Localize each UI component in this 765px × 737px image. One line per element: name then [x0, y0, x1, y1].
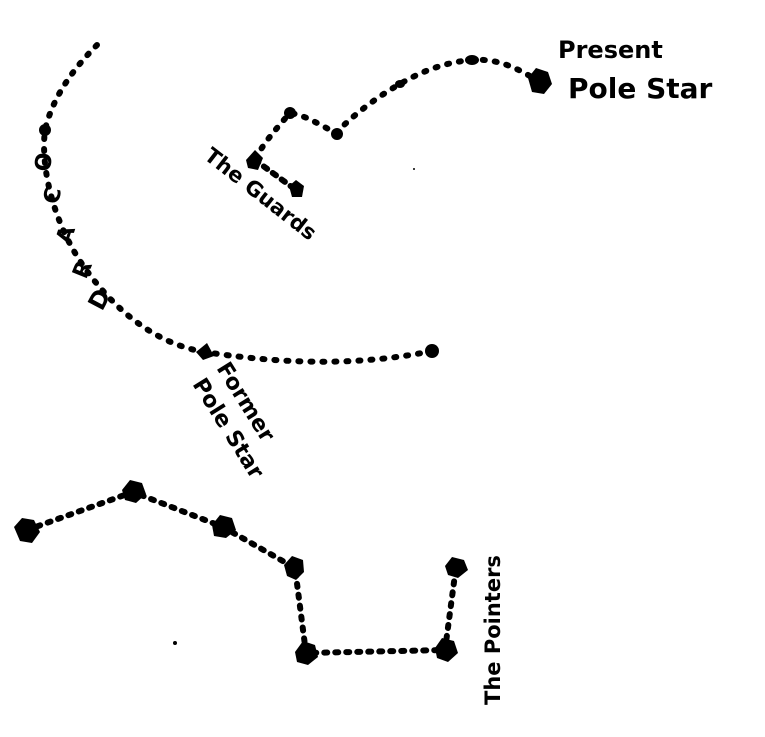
draco-letter-o: O: [31, 151, 58, 172]
big-dipper-star: [14, 518, 40, 543]
draco-constellation: D R A C O Former Pole Star: [31, 42, 439, 484]
draco-end-star: [425, 344, 439, 358]
draco-letter-a: A: [52, 223, 81, 247]
former-pole-star-label: Former Pole Star: [187, 358, 279, 484]
guard-star-2: [289, 180, 304, 197]
draco-letter-d: D: [83, 284, 117, 315]
guards-dotted-path: [252, 157, 299, 193]
draco-letter-r: R: [68, 257, 98, 282]
big-dipper-star: [212, 515, 236, 538]
guard-star-1: [246, 150, 263, 170]
present-pole-star-label: Present Pole Star: [558, 36, 713, 105]
little-dipper-dotted-path: [252, 56, 543, 163]
pointer-star-1: [435, 638, 458, 662]
big-dipper-dotted-path: [24, 488, 459, 657]
the-pointers-label: The Pointers: [481, 555, 505, 705]
former-pole-star: [196, 343, 214, 360]
draco-star: [39, 124, 51, 136]
present-label-line1: Present: [558, 36, 663, 64]
present-label-line2: Pole Star: [568, 72, 713, 105]
little-dipper-star: [465, 55, 479, 65]
speck: [173, 641, 177, 645]
big-dipper-star: [284, 556, 304, 580]
big-dipper-constellation: The Pointers: [14, 480, 505, 705]
draco-letter-c: C: [39, 185, 67, 206]
pointer-star-2: [445, 557, 468, 578]
little-dipper-star: [284, 107, 296, 119]
present-pole-star: [528, 68, 552, 94]
little-dipper-star: [395, 80, 405, 88]
little-dipper-constellation: Present Pole Star The Guards: [200, 36, 713, 245]
draco-dotted-path: [41, 42, 435, 365]
little-dipper-star: [331, 128, 343, 140]
big-dipper-star: [122, 480, 146, 503]
speck: [413, 168, 415, 170]
big-dipper-star: [295, 641, 318, 665]
